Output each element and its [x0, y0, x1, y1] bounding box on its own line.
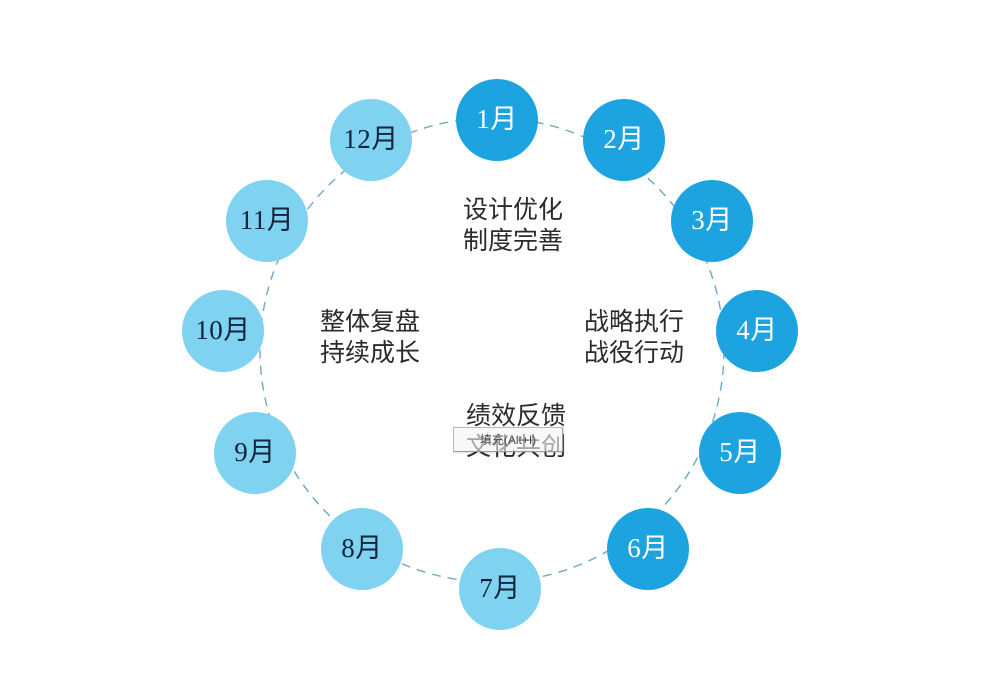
- month-node-label: 8月: [341, 532, 383, 563]
- quadrant-text-line: 战略执行: [583, 309, 685, 336]
- quadrant-text-line: 绩效反馈: [465, 403, 567, 430]
- quadrant-text-line: 持续成长: [319, 339, 421, 367]
- quadrant-text-left: 整体复盘持续成长: [320, 308, 420, 369]
- month-node-label: 4月: [736, 314, 778, 345]
- month-node-label: 3月: [691, 204, 733, 235]
- month-node-9[interactable]: 9月: [214, 412, 296, 494]
- month-node-label: 7月: [479, 572, 521, 603]
- month-node-6[interactable]: 6月: [607, 508, 689, 590]
- month-node-label: 5月: [719, 436, 761, 467]
- quadrant-text-line: 战役行动: [583, 339, 685, 367]
- month-node-3[interactable]: 3月: [671, 180, 753, 262]
- month-node-label: 2月: [603, 123, 645, 154]
- month-node-label: 1月: [476, 103, 518, 134]
- month-node-label: 12月: [343, 123, 399, 154]
- month-node-10[interactable]: 10月: [182, 290, 264, 372]
- month-node-label: 6月: [627, 532, 669, 563]
- quadrant-text-line: 设计优化: [462, 197, 564, 224]
- quadrant-text-line: 制度完善: [462, 227, 564, 255]
- month-node-11[interactable]: 11月: [226, 180, 308, 262]
- month-node-label: 11月: [239, 204, 295, 235]
- month-node-4[interactable]: 4月: [716, 290, 798, 372]
- month-node-label: 9月: [234, 436, 276, 467]
- month-node-label: 10月: [195, 314, 251, 345]
- month-node-8[interactable]: 8月: [321, 508, 403, 590]
- month-node-7[interactable]: 7月: [459, 548, 541, 630]
- month-node-2[interactable]: 2月: [583, 99, 665, 181]
- month-node-12[interactable]: 12月: [330, 99, 412, 181]
- month-node-5[interactable]: 5月: [699, 412, 781, 494]
- quadrant-text-right: 战略执行战役行动: [584, 308, 684, 369]
- month-node-1[interactable]: 1月: [456, 79, 538, 161]
- quadrant-text-line: 整体复盘: [319, 309, 421, 336]
- quadrant-text-top: 设计优化制度完善: [463, 196, 563, 257]
- fill-tooltip-overlay[interactable]: 填充(Alt+I): [453, 427, 563, 452]
